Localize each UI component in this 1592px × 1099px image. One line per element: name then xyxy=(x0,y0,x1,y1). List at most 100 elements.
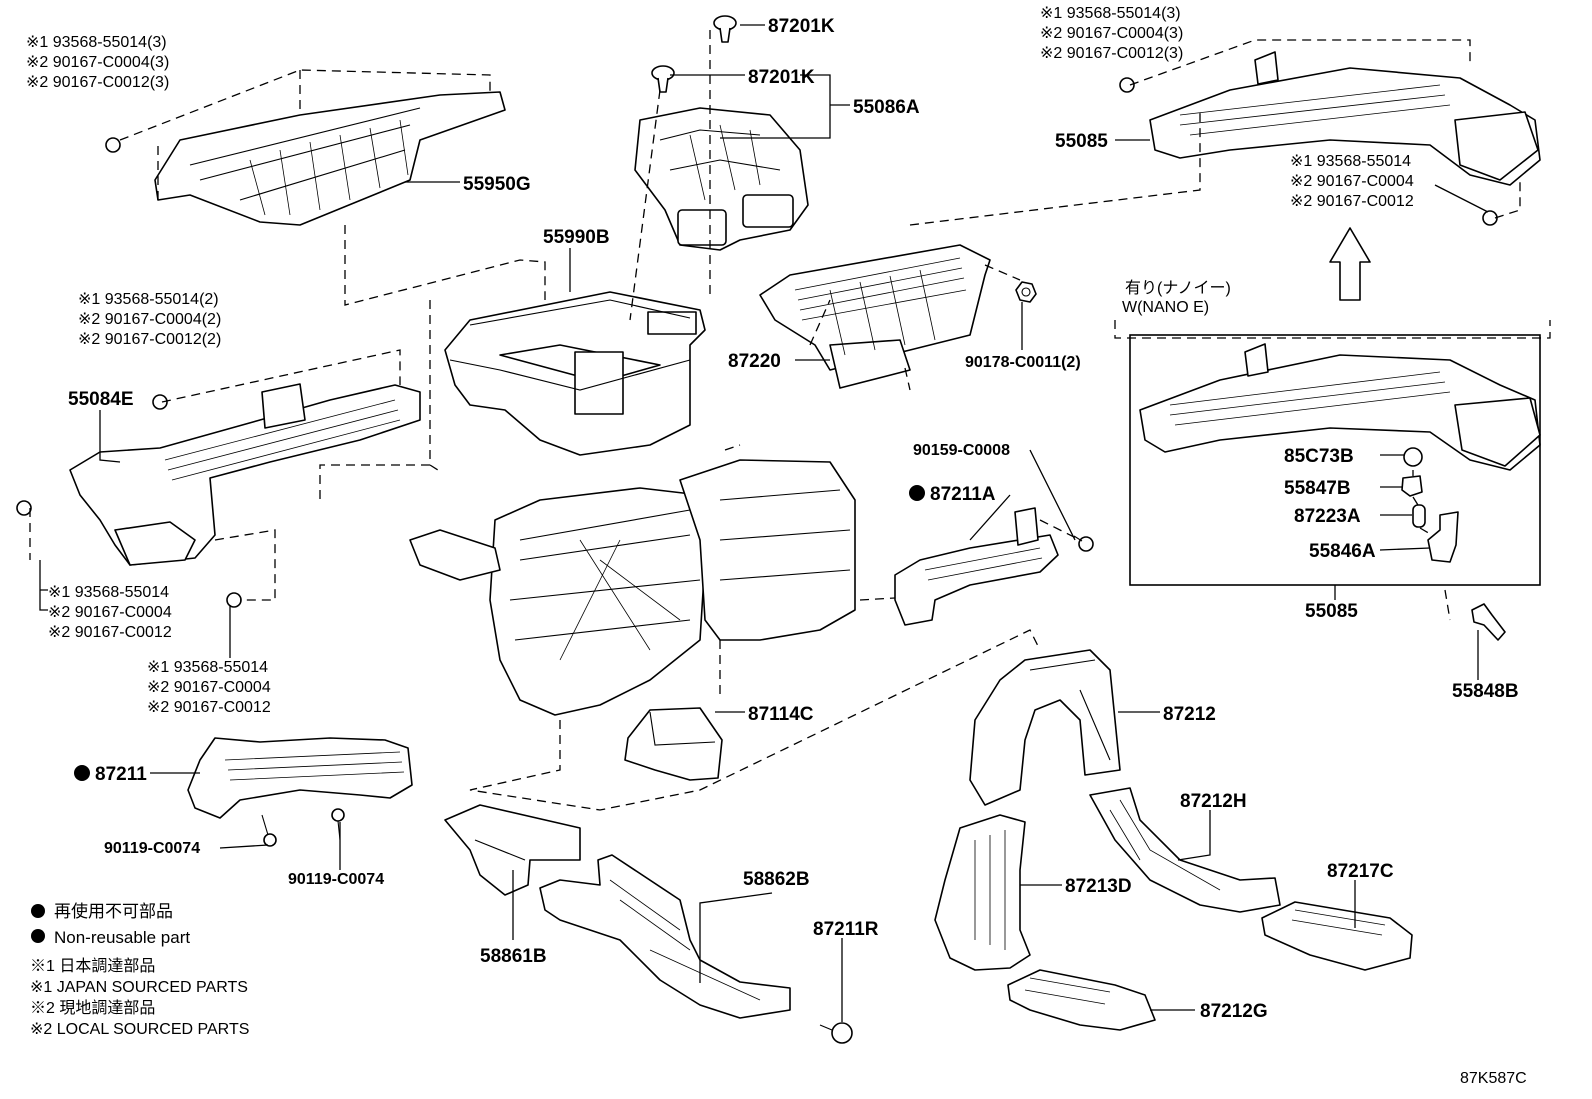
part-87212H-drawing[interactable] xyxy=(1089,787,1281,913)
part-55084E-drawing[interactable] xyxy=(69,383,421,566)
screw-top-right[interactable] xyxy=(1119,77,1135,93)
label-55086A: 55086A xyxy=(853,97,920,118)
legend-s2-en: ※2 LOCAL SOURCED PARTS xyxy=(30,1021,249,1038)
label-55848B: 55848B xyxy=(1452,681,1519,702)
fastener-line: ※1 93568-55014(2) xyxy=(78,291,219,308)
part-55085-top-drawing[interactable] xyxy=(1149,51,1541,186)
part-87220-drawing[interactable] xyxy=(759,244,991,389)
part-87217C-drawing[interactable] xyxy=(1261,901,1413,971)
part-87211A-drawing[interactable] xyxy=(894,507,1059,626)
fastener-line: ※2 90167-C0012 xyxy=(147,699,271,716)
label-55085-box: 55085 xyxy=(1305,601,1358,622)
legend-nonreuse-jp: 再使用不可部品 xyxy=(54,901,173,921)
label-55990B: 55990B xyxy=(543,227,610,248)
part-87213D-drawing[interactable] xyxy=(934,814,1031,971)
label-87213D: 87213D xyxy=(1065,876,1132,897)
part-87212-drawing[interactable] xyxy=(969,649,1121,806)
fastener-line: ※2 90167-C0004(3) xyxy=(1040,25,1183,42)
label-55950G: 55950G xyxy=(463,174,531,195)
part-87114C-drawing[interactable] xyxy=(624,707,723,781)
label-55084E: 55084E xyxy=(68,389,134,410)
legend-dot-en xyxy=(31,929,45,943)
label-87217C: 87217C xyxy=(1327,861,1394,882)
fastener-group-left-2: ※1 93568-55014 ※2 90167-C0004 ※2 90167-C… xyxy=(147,659,271,716)
screw-right[interactable] xyxy=(1482,210,1498,226)
label-55846A: 55846A xyxy=(1309,541,1376,562)
leader-lines xyxy=(39,24,1489,1022)
fastener-line: ※1 93568-55014 xyxy=(48,584,169,601)
part-87223A-drawing[interactable] xyxy=(1412,504,1426,528)
fastener-group-mid-left: ※1 93568-55014(2) ※2 90167-C0004(2) ※2 9… xyxy=(78,291,221,348)
fastener-line: ※1 93568-55014(3) xyxy=(26,34,167,51)
diagram-id: 87K587C xyxy=(1460,1070,1527,1087)
label-87212: 87212 xyxy=(1163,704,1216,725)
fastener-group-left-1: ※1 93568-55014 ※2 90167-C0004 ※2 90167-C… xyxy=(48,584,172,641)
part-87211-drawing[interactable] xyxy=(187,737,413,819)
label-87211R: 87211R xyxy=(813,919,879,940)
part-90178-nut[interactable] xyxy=(1015,281,1037,303)
variant-title-jp: 有り(ナノイー) xyxy=(1125,279,1231,297)
label-87220: 87220 xyxy=(728,351,781,372)
fastener-line: ※1 93568-55014 xyxy=(147,659,268,676)
fastener-line: ※2 90167-C0012 xyxy=(48,624,172,641)
legend-s2-jp: ※2 現地調達部品 xyxy=(30,999,155,1017)
part-hvac-main-unit[interactable] xyxy=(409,459,856,716)
part-58862B-drawing[interactable] xyxy=(539,854,791,1019)
part-55848B-drawing[interactable] xyxy=(1471,603,1506,641)
part-87212G-drawing[interactable] xyxy=(1007,969,1156,1031)
part-85C73B-drawing[interactable] xyxy=(1403,447,1423,467)
screw-left-a[interactable] xyxy=(16,500,32,516)
part-90119-bolt-b[interactable] xyxy=(331,808,345,841)
fastener-line: ※2 90167-C0012(3) xyxy=(1040,45,1183,62)
part-55086A-drawing[interactable] xyxy=(634,107,809,251)
label-87212H: 87212H xyxy=(1180,791,1247,812)
fastener-line: ※2 90167-C0004 xyxy=(1290,173,1414,190)
legend-nonreuse-en: Non-reusable part xyxy=(54,928,190,947)
fastener-line: ※2 90167-C0004 xyxy=(48,604,172,621)
fastener-line: ※2 90167-C0004 xyxy=(147,679,271,696)
label-87114C: 87114C xyxy=(748,704,814,725)
part-90119-bolt-a[interactable] xyxy=(261,814,277,847)
label-87223A: 87223A xyxy=(1294,506,1361,527)
fastener-line: ※2 90167-C0012(2) xyxy=(78,331,221,348)
screw-left-b[interactable] xyxy=(226,592,242,608)
label-87201K-second: 87201K xyxy=(748,67,815,88)
assembly-dashed-lines xyxy=(29,30,1551,811)
label-87211A: 87211A xyxy=(930,484,996,505)
label-58861B: 58861B xyxy=(480,946,547,967)
fastener-line: ※2 90167-C0004(3) xyxy=(26,54,169,71)
fastener-line: ※1 93568-55014(3) xyxy=(1040,5,1181,22)
fastener-line: ※1 93568-55014 xyxy=(1290,153,1411,170)
part-55085-variant-drawing[interactable] xyxy=(1139,343,1541,471)
label-85C73B: 85C73B xyxy=(1284,446,1354,467)
label-90119-b: 90119-C0074 xyxy=(288,871,384,888)
nonreusable-dot-87211A xyxy=(909,485,925,501)
label-87212G: 87212G xyxy=(1200,1001,1268,1022)
screw-top-left[interactable] xyxy=(105,137,121,153)
label-55085-top: 55085 xyxy=(1055,131,1108,152)
label-87201K-top: 87201K xyxy=(768,16,835,37)
part-55950G-drawing[interactable] xyxy=(154,91,506,226)
fastener-line: ※2 90167-C0004(2) xyxy=(78,311,221,328)
part-55846A-drawing[interactable] xyxy=(1427,511,1459,563)
label-87211: 87211 xyxy=(95,764,147,785)
part-87201K-clip-second[interactable] xyxy=(651,65,675,93)
screw-mid-left[interactable] xyxy=(152,394,168,410)
part-55990B-drawing[interactable] xyxy=(444,291,706,456)
label-90159: 90159-C0008 xyxy=(913,442,1010,459)
part-90159-bolt[interactable] xyxy=(1073,535,1094,552)
variant-title-en: W(NANO E) xyxy=(1122,299,1209,316)
fastener-group-top-left: ※1 93568-55014(3) ※2 90167-C0004(3) ※2 9… xyxy=(26,34,169,91)
legend-dot-jp xyxy=(31,904,45,918)
legend: 再使用不可部品 Non-reusable part ※1 日本調達部品 ※1 J… xyxy=(30,901,249,1038)
fastener-group-top-right: ※1 93568-55014(3) ※2 90167-C0004(3) ※2 9… xyxy=(1040,5,1183,62)
fastener-line: ※2 90167-C0012(3) xyxy=(26,74,169,91)
label-90119-a: 90119-C0074 xyxy=(104,840,200,857)
label-55847B: 55847B xyxy=(1284,478,1351,499)
legend-s1-en: ※1 JAPAN SOURCED PARTS xyxy=(30,979,248,996)
part-87211R-clip[interactable] xyxy=(819,1022,853,1044)
part-55847B-drawing[interactable] xyxy=(1401,475,1423,497)
part-87201K-clip-top[interactable] xyxy=(713,15,737,43)
part-58861B-drawing[interactable] xyxy=(444,804,581,896)
